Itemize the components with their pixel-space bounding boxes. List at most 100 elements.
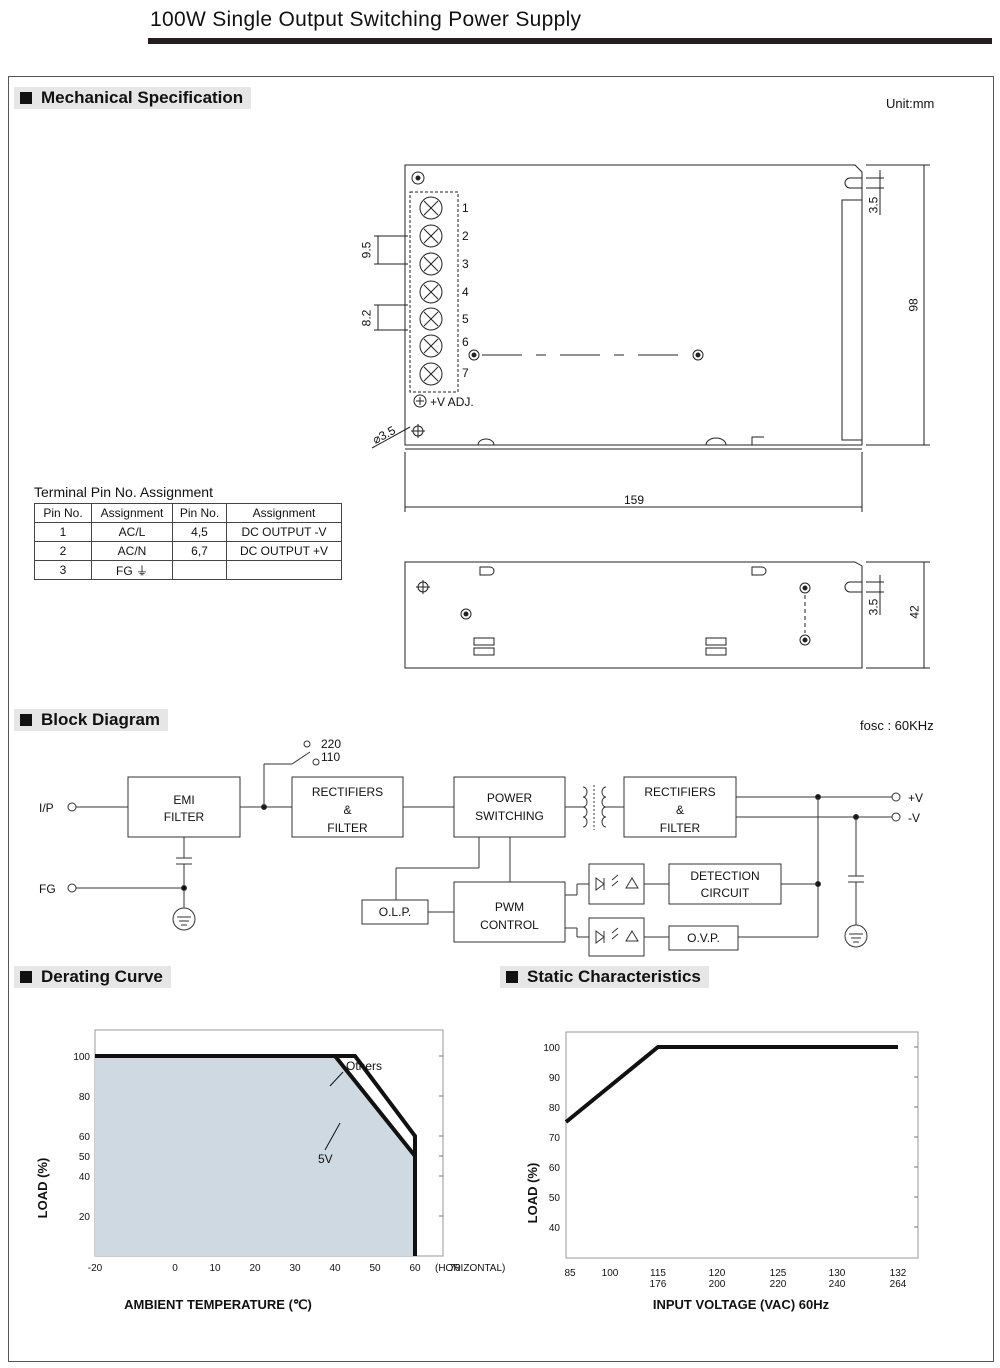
page-title: 100W Single Output Switching Power Suppl… — [150, 8, 582, 31]
title-rule — [148, 38, 992, 44]
x-tick-label: 125 — [770, 1268, 787, 1279]
y-tick-label: 90 — [549, 1073, 561, 1084]
y-tick-label: 100 — [73, 1052, 90, 1063]
neg-output-label: -V — [908, 811, 920, 825]
table-header: Assignment — [226, 503, 342, 523]
x-axis-suffix: (HORIZONTAL) — [435, 1263, 505, 1274]
y-tick-label: 60 — [549, 1163, 561, 1174]
pwm-label: PWM CONTROL — [454, 898, 565, 934]
switch-110-label: 110 — [321, 750, 341, 764]
y-tick-label: 50 — [79, 1152, 91, 1163]
y-tick-label: 50 — [549, 1193, 561, 1204]
pin-label-7: 7 — [462, 366, 469, 380]
terminal-table: Pin No. Assignment Pin No. Assignment 1 … — [34, 503, 342, 580]
x-tick-label: 70 — [449, 1263, 461, 1274]
x-tick-label-alt: 200 — [709, 1279, 726, 1290]
terminal-table-title: Terminal Pin No. Assignment — [34, 484, 213, 500]
section-static-label: Static Characteristics — [527, 967, 701, 986]
table-cell: AC/L — [91, 522, 173, 542]
x-tick-label: -20 — [88, 1263, 103, 1274]
y-tick-label: 80 — [79, 1092, 91, 1103]
rect1-line: FILTER — [327, 821, 368, 835]
emi-line: FILTER — [163, 810, 205, 824]
y-tick-label: 60 — [79, 1132, 91, 1143]
olp-label: O.L.P. — [378, 905, 412, 919]
y-tick-label: 40 — [79, 1172, 91, 1183]
adj-label: +V ADJ. — [430, 395, 474, 409]
section-mechanical-label: Mechanical Specification — [41, 88, 244, 107]
table-header: Assignment — [91, 503, 173, 523]
x-tick-label-alt: 240 — [829, 1279, 846, 1290]
rect2-line: & — [675, 803, 684, 817]
5v-pointer — [324, 1122, 341, 1151]
ovp-label: O.V.P. — [687, 931, 720, 945]
rect1-line: & — [343, 803, 352, 817]
bullet-square-icon — [20, 714, 32, 726]
section-static: Static Characteristics — [500, 966, 709, 988]
static-curve — [564, 1045, 898, 1124]
pin-label-2: 2 — [462, 229, 469, 243]
y-tick-label: 100 — [543, 1043, 560, 1054]
power-line: SWITCHING — [475, 809, 544, 823]
corner-hole — [411, 171, 425, 185]
pin-label-3: 3 — [462, 257, 469, 271]
rect2-line: RECTIFIERS — [644, 785, 716, 799]
table-cell: 4,5 — [172, 522, 227, 542]
detection-line: CIRCUIT — [700, 886, 750, 900]
x-tick-label: 60 — [409, 1263, 421, 1274]
bullet-square-icon — [20, 92, 32, 104]
rect1-line: RECTIFIERS — [311, 785, 384, 799]
table-cell: DC OUTPUT +V — [226, 541, 342, 561]
x-tick-label: 20 — [249, 1263, 261, 1274]
x-tick-label: 0 — [172, 1263, 178, 1274]
section-mechanical: Mechanical Specification — [14, 87, 252, 109]
pin-label-5: 5 — [462, 312, 469, 326]
pwm-line: CONTROL — [480, 918, 539, 932]
series-line-5v — [95, 1054, 417, 1256]
pin-label-6: 6 — [462, 335, 469, 349]
x-axis-title: INPUT VOLTAGE (VAC) 60Hz — [653, 1297, 830, 1312]
section-block-diagram: Block Diagram — [14, 709, 169, 731]
side-view-outline — [404, 561, 863, 669]
y-tick-label: 80 — [549, 1103, 561, 1114]
series-label-5v: 5V — [318, 1152, 333, 1166]
section-derating-label: Derating Curve — [41, 967, 163, 986]
adj-pot — [413, 394, 427, 408]
x-tick-label: 115 — [650, 1268, 666, 1279]
mount-hole — [468, 349, 480, 361]
rect2-line: FILTER — [659, 821, 701, 835]
table-cell: 6,7 — [172, 541, 227, 561]
x-axis-title: AMBIENT TEMPERATURE (℃) — [124, 1297, 312, 1312]
table-row: 3 FG ⏚ — [34, 560, 342, 580]
section-derating: Derating Curve — [14, 966, 171, 988]
y-tick-label: 20 — [79, 1212, 91, 1223]
bullet-square-icon — [20, 971, 32, 983]
x-tick-label: 132 — [890, 1268, 907, 1279]
terminal-block — [409, 191, 459, 393]
pos-output-label: +V — [908, 791, 924, 805]
x-tick-label-alt: 220 — [770, 1279, 787, 1290]
table-row: 1 AC/L 4,5 DC OUTPUT -V — [34, 522, 342, 542]
x-tick-label-alt: 264 — [890, 1279, 907, 1290]
x-tick-label: 120 — [709, 1268, 726, 1279]
x-tick-label-alt: 176 — [650, 1279, 667, 1290]
bullet-square-icon — [506, 971, 518, 983]
x-tick-label: 85 — [564, 1268, 576, 1279]
table-cell: FG ⏚ — [91, 560, 173, 580]
unit-label: Unit:mm — [886, 96, 935, 111]
table-cell — [226, 560, 342, 580]
y-axis-title: LOAD (%) — [35, 1158, 50, 1219]
y-axis-title: LOAD (%) — [525, 1163, 540, 1224]
terminal-screws — [419, 196, 443, 386]
pwm-line: PWM — [494, 900, 525, 914]
switch-220-label: 220 — [321, 737, 342, 751]
ip-label: I/P — [39, 801, 54, 815]
pin-label-1: 1 — [462, 201, 469, 215]
x-tick-label: 30 — [289, 1263, 301, 1274]
plot-frame — [565, 1031, 919, 1259]
